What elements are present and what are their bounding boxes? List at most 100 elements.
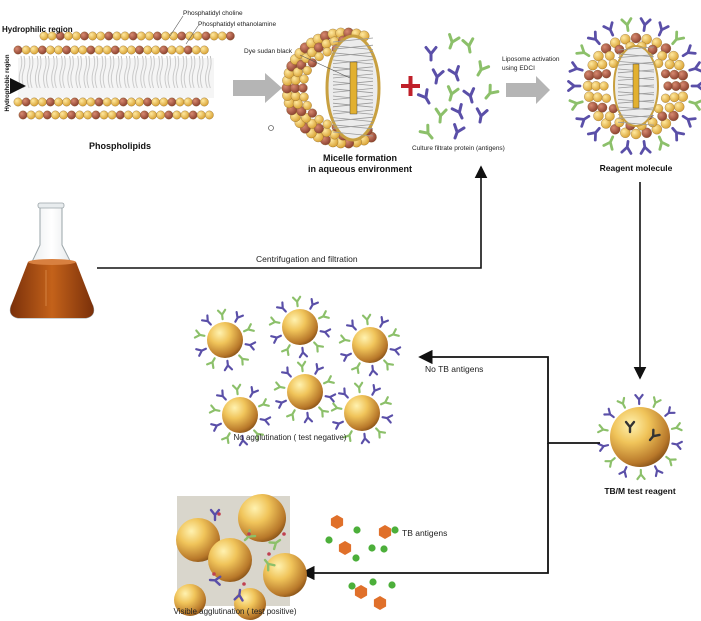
- antibody-icon: [664, 406, 676, 417]
- antibody-icon: [332, 420, 344, 430]
- bead: [597, 393, 683, 481]
- antibody-icon: [258, 398, 270, 408]
- antibody-icon: [388, 328, 400, 338]
- antibody-icon: [296, 360, 307, 373]
- pc-leader-line: [169, 15, 184, 37]
- lipid-head: [29, 97, 39, 107]
- agglutinated-bead: [234, 588, 266, 620]
- antibody-icon: [379, 316, 389, 328]
- antibody-icon: [603, 407, 615, 419]
- lipid-head: [62, 97, 71, 107]
- antibody-icon: [275, 301, 287, 313]
- lipid-head: [102, 45, 112, 55]
- lipid-head: [120, 31, 130, 41]
- antibody-icon: [620, 140, 633, 155]
- antibody-icon: [351, 362, 361, 374]
- reagent-head: [592, 69, 603, 80]
- reagent-head: [630, 128, 642, 140]
- lipid-head: [204, 110, 214, 120]
- reagent-tail: [617, 53, 655, 58]
- lipid-head: [123, 110, 133, 120]
- lipid-head: [13, 45, 23, 55]
- lipid-head: [167, 97, 177, 107]
- lipid-tail: [188, 55, 196, 89]
- agglutinated-bead: [208, 538, 252, 582]
- antibody-icon: [383, 359, 395, 371]
- reagent-molecule-label: Reagent molecule: [599, 163, 673, 173]
- reagent-tail: [617, 107, 655, 112]
- lipid-tail: [164, 55, 172, 89]
- lipid-tail: [107, 55, 115, 89]
- positive-panel: [174, 494, 307, 620]
- lipid-tail: [26, 55, 34, 89]
- antibody-icon: [345, 319, 357, 331]
- reagent-head: [664, 59, 675, 70]
- antibody-icon: [314, 363, 324, 375]
- agglutinated-bead: [263, 553, 307, 597]
- antibody-icon: [688, 99, 701, 111]
- antibody-icon: [208, 404, 221, 414]
- lipid-tail: [124, 55, 131, 89]
- antigen-dot: [348, 582, 356, 590]
- antibody-icon: [462, 87, 476, 104]
- lipid-head: [46, 45, 55, 55]
- bead-sphere: [282, 309, 318, 345]
- lipid-head: [80, 31, 89, 41]
- lipid-head: [191, 97, 201, 107]
- antibody-icon: [210, 422, 222, 432]
- reagent-head: [587, 60, 598, 71]
- pe-leader-line: [185, 25, 199, 45]
- reagent-head: [630, 32, 642, 44]
- antibody-icon: [303, 411, 314, 424]
- using-edci-label: using EDCI: [502, 65, 535, 72]
- lipid-head: [201, 31, 211, 41]
- antibody-icon: [602, 21, 615, 37]
- branch-line: [418, 349, 600, 444]
- reagent-head: [597, 59, 608, 70]
- antibody-icon: [653, 465, 664, 478]
- reagent-head: [674, 101, 685, 112]
- lipid-head: [144, 31, 154, 41]
- lipid-head: [78, 45, 88, 55]
- lipid-tail: [140, 55, 147, 89]
- reagent-head: [661, 69, 671, 79]
- micelle-tail: [332, 52, 374, 57]
- antibody-icon: [424, 46, 438, 62]
- antibody-icon: [206, 357, 216, 369]
- micelle-head: [322, 47, 332, 57]
- reagent-tail: [617, 115, 655, 119]
- reagent-head: [597, 102, 608, 113]
- lipid-head: [118, 97, 128, 107]
- antibody-icon: [268, 538, 282, 551]
- antigen-dot: [391, 526, 399, 534]
- no-agglutination-label: No agglutination ( test negative): [233, 433, 347, 442]
- antibody-icon: [243, 323, 255, 333]
- antigen-dot: [388, 581, 396, 589]
- antigen-cluster: [416, 33, 500, 140]
- antibody-icon: [324, 393, 337, 403]
- lipid-head: [51, 110, 60, 120]
- antibody-icon: [338, 334, 351, 344]
- antibody-icon: [586, 126, 601, 142]
- antigen-dot: [325, 536, 333, 544]
- antibody-icon: [475, 107, 489, 124]
- reagent-head: [591, 81, 601, 91]
- antibody-icon: [636, 468, 646, 481]
- small-circle: [268, 125, 274, 131]
- antibody-icon: [586, 30, 601, 46]
- antibody-icon: [657, 21, 670, 37]
- lipid-head: [70, 45, 80, 55]
- antigen-hexagon: [354, 585, 368, 599]
- dye-sudan-black-label: Dye sudan black: [244, 48, 293, 55]
- lipid-head: [83, 110, 93, 120]
- antibody-icon: [318, 406, 330, 418]
- hydrophilic-region-label: Hydrophilic region: [2, 25, 73, 34]
- antibody-icon: [688, 61, 701, 73]
- lipid-head: [110, 45, 120, 55]
- lipid-head: [70, 97, 80, 107]
- micelle-tail: [332, 37, 374, 43]
- antibody-icon: [371, 384, 381, 396]
- link-dot: [242, 582, 246, 586]
- reagent-molecule: [567, 17, 701, 155]
